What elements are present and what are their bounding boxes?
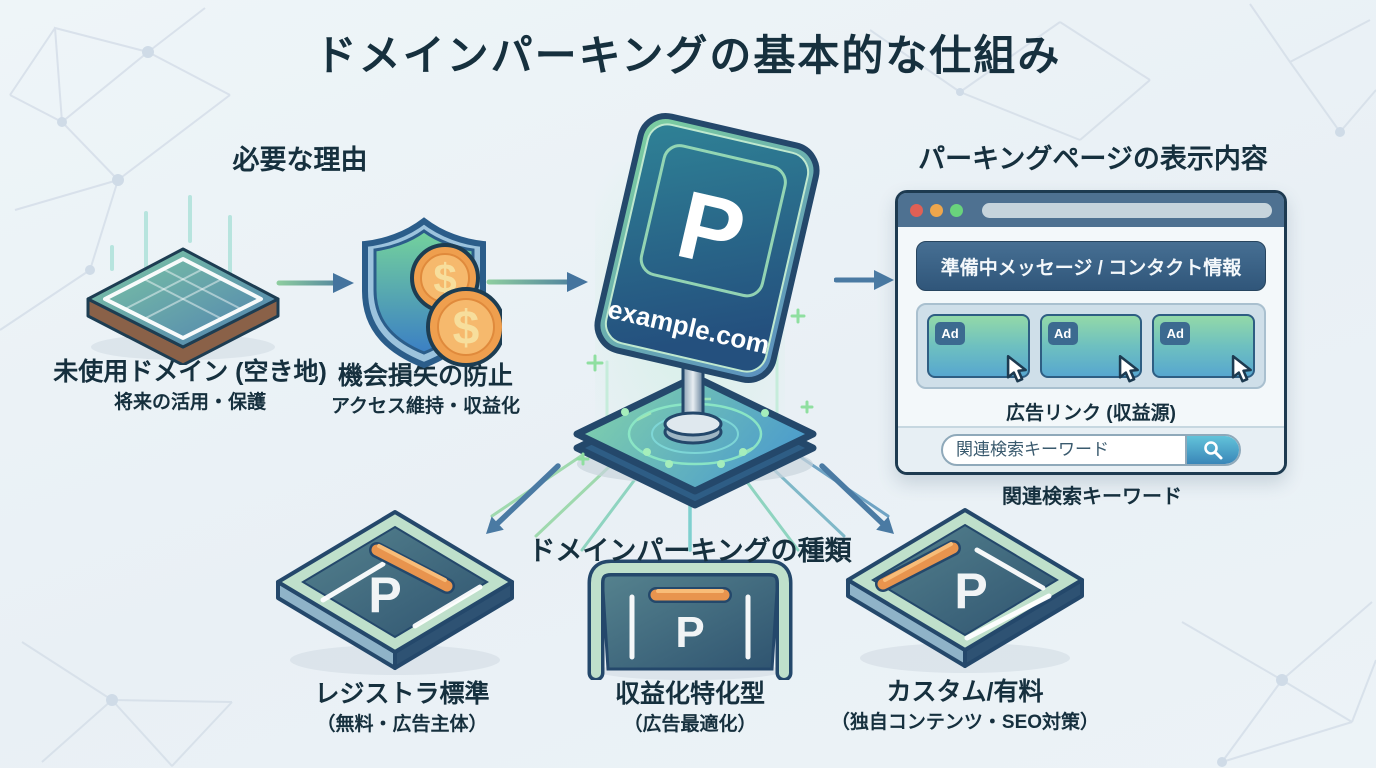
cursor-icon: [1231, 355, 1252, 383]
search-button[interactable]: [1185, 436, 1239, 464]
browser-topbar: [898, 193, 1284, 227]
lot-monetization: P: [587, 559, 793, 680]
under-construction-banner: 準備中メッセージ / コンタクト情報: [916, 241, 1266, 291]
ad-card[interactable]: Ad: [927, 314, 1030, 383]
browser-minimize-dot-icon: [930, 203, 943, 217]
vacant-lot-illustration: [86, 195, 280, 365]
cursor-icon: [1006, 355, 1027, 383]
cursor-icon: [1119, 355, 1140, 383]
lot-registrar-standard: P: [276, 510, 514, 675]
lot-letter: P: [954, 563, 987, 619]
ad-card[interactable]: Ad: [1039, 314, 1143, 383]
dollar-coin-icon: $: [426, 287, 502, 367]
page-title: ドメインパーキングの基本的な仕組み: [314, 32, 1062, 79]
ads-caption: 広告リンク (収益源): [1006, 403, 1176, 424]
search-row: [898, 426, 1284, 472]
monetization-caption: 収益化特化型 （広告最適化）: [614, 680, 765, 735]
custom-paid-caption: カスタム/有料 （独自コンテンツ・SEO対策）: [830, 678, 1100, 733]
lot-letter: P: [368, 567, 401, 623]
reasons-heading: 必要な理由: [232, 145, 368, 175]
lot-letter: P: [675, 608, 704, 657]
ads-container: Ad Ad Ad: [916, 303, 1266, 389]
parking-sign-illustration: P example.com: [573, 113, 820, 509]
browser-close-dot-icon: [910, 203, 923, 217]
ad-badge: Ad: [1047, 322, 1078, 345]
loss-prevention-sublabel: アクセス維持・収益化: [330, 395, 521, 417]
arrow-lot-to-shield: [276, 273, 354, 293]
unused-domain-sublabel: 将来の活用・保護: [113, 391, 266, 413]
related-keywords-caption: 関連検索キーワード: [1002, 486, 1182, 508]
svg-text:$: $: [453, 302, 480, 355]
ad-badge: Ad: [1160, 322, 1191, 345]
search-input[interactable]: [943, 436, 1185, 464]
search-icon: [1204, 441, 1223, 460]
parking-page-heading: パーキングページの表示内容: [918, 144, 1268, 174]
search-pill: [941, 434, 1241, 466]
types-heading: ドメインパーキングの種類: [528, 536, 852, 566]
ad-badge: Ad: [935, 322, 965, 345]
unused-domain-caption: 未使用ドメイン (空き地) 将来の活用・保護: [35, 358, 345, 414]
arrow-shield-to-sign: [486, 272, 588, 292]
lot-custom-paid: P: [846, 508, 1084, 673]
address-bar: [982, 202, 1272, 218]
shield-icon: $ $: [362, 217, 502, 369]
browser-maximize-dot-icon: [950, 203, 963, 217]
arrow-sign-to-browser: [834, 270, 894, 290]
registrar-standard-caption: レジストラ標準 （無料・広告主体）: [314, 680, 490, 735]
browser-window: 準備中メッセージ / コンタクト情報 Ad Ad Ad: [895, 190, 1287, 475]
parking-sign-board: P example.com: [594, 113, 820, 383]
ad-card[interactable]: Ad: [1152, 314, 1256, 383]
